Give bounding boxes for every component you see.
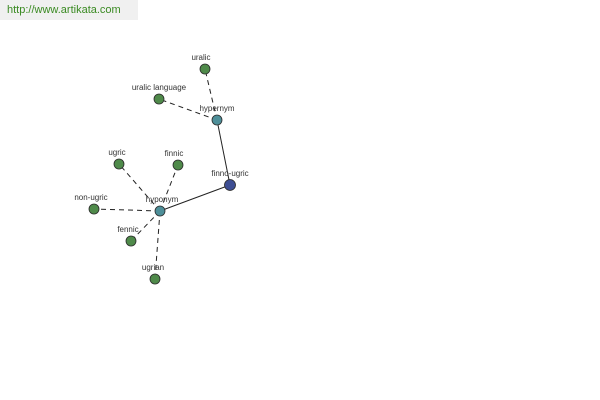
edge-hyponym-to-ugric xyxy=(118,163,161,212)
node-uralic-language[interactable]: uralic language xyxy=(132,83,187,105)
node-uralic-label: uralic xyxy=(191,53,210,62)
node-hyponym[interactable]: hyponym xyxy=(146,195,179,217)
nodes-layer: finno-ugric hypernym hyponym uralic uralic l… xyxy=(74,53,249,285)
url-banner: http://www.artikata.com xyxy=(0,0,138,20)
node-finno-ugric-label: finno-ugric xyxy=(211,169,248,178)
node-uralic[interactable]: uralic xyxy=(191,53,211,75)
node-ugrian[interactable]: ugrian xyxy=(142,263,164,285)
node-ugrian-dot[interactable] xyxy=(149,273,161,285)
node-finnic-label: finnic xyxy=(165,149,184,158)
node-finno-ugric[interactable]: finno-ugric xyxy=(211,169,249,191)
edge-hyponym-to-ugrian xyxy=(154,210,161,280)
node-uralic-language-label: uralic language xyxy=(132,83,187,92)
edge-hypernym-to-uralic-language xyxy=(158,98,218,121)
node-hypernym-label: hypernym xyxy=(199,104,234,113)
node-non-ugric-dot[interactable] xyxy=(88,203,100,215)
edge-hyponym-to-non-ugric xyxy=(93,208,161,212)
node-finnic[interactable]: finnic xyxy=(165,149,184,171)
node-finnic-dot[interactable] xyxy=(172,159,184,171)
node-hypernym-dot[interactable] xyxy=(211,114,223,126)
node-hyponym-dot[interactable] xyxy=(154,205,166,217)
node-uralic-dot[interactable] xyxy=(199,63,211,75)
edge-finno-ugric-to-hypernym xyxy=(216,119,231,186)
edge-hyponym-to-fennic xyxy=(130,210,161,242)
node-ugric[interactable]: ugric xyxy=(108,148,126,170)
node-ugric-dot[interactable] xyxy=(113,158,125,170)
node-hyponym-label: hyponym xyxy=(146,195,179,204)
edge-hyponym-to-finnic xyxy=(159,164,179,212)
node-uralic-language-dot[interactable] xyxy=(153,93,165,105)
node-fennic-label: fennic xyxy=(117,225,138,234)
edges-layer xyxy=(93,68,231,280)
node-fennic[interactable]: fennic xyxy=(117,225,139,247)
node-non-ugric[interactable]: non-ugric xyxy=(74,193,108,215)
node-hypernym[interactable]: hypernym xyxy=(199,104,235,126)
site-url-link[interactable]: http://www.artikata.com xyxy=(7,4,121,16)
node-fennic-dot[interactable] xyxy=(125,235,137,247)
node-non-ugric-label: non-ugric xyxy=(74,193,107,202)
edge-finno-ugric-to-hyponym xyxy=(159,184,231,212)
node-ugric-label: ugric xyxy=(108,148,125,157)
node-ugrian-label: ugrian xyxy=(142,263,164,272)
node-finno-ugric-dot[interactable] xyxy=(224,179,236,191)
